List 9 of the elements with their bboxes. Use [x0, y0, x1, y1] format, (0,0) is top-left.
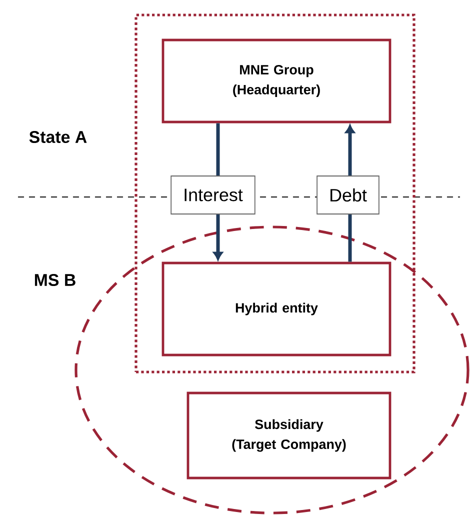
region-label: State A — [29, 131, 87, 143]
entity-box: MNE Group (Headquarter) — [162, 38, 392, 124]
edge-label: Debt — [316, 176, 380, 214]
entity-box: Subsidiary (Target Company) — [186, 392, 392, 480]
dashed-ellipse — [74, 226, 470, 514]
dotted-boundary — [134, 14, 416, 374]
region-label: MS B — [34, 274, 76, 286]
entity-box: Hybrid entity — [162, 262, 392, 356]
edge-label: Interest — [170, 176, 256, 214]
